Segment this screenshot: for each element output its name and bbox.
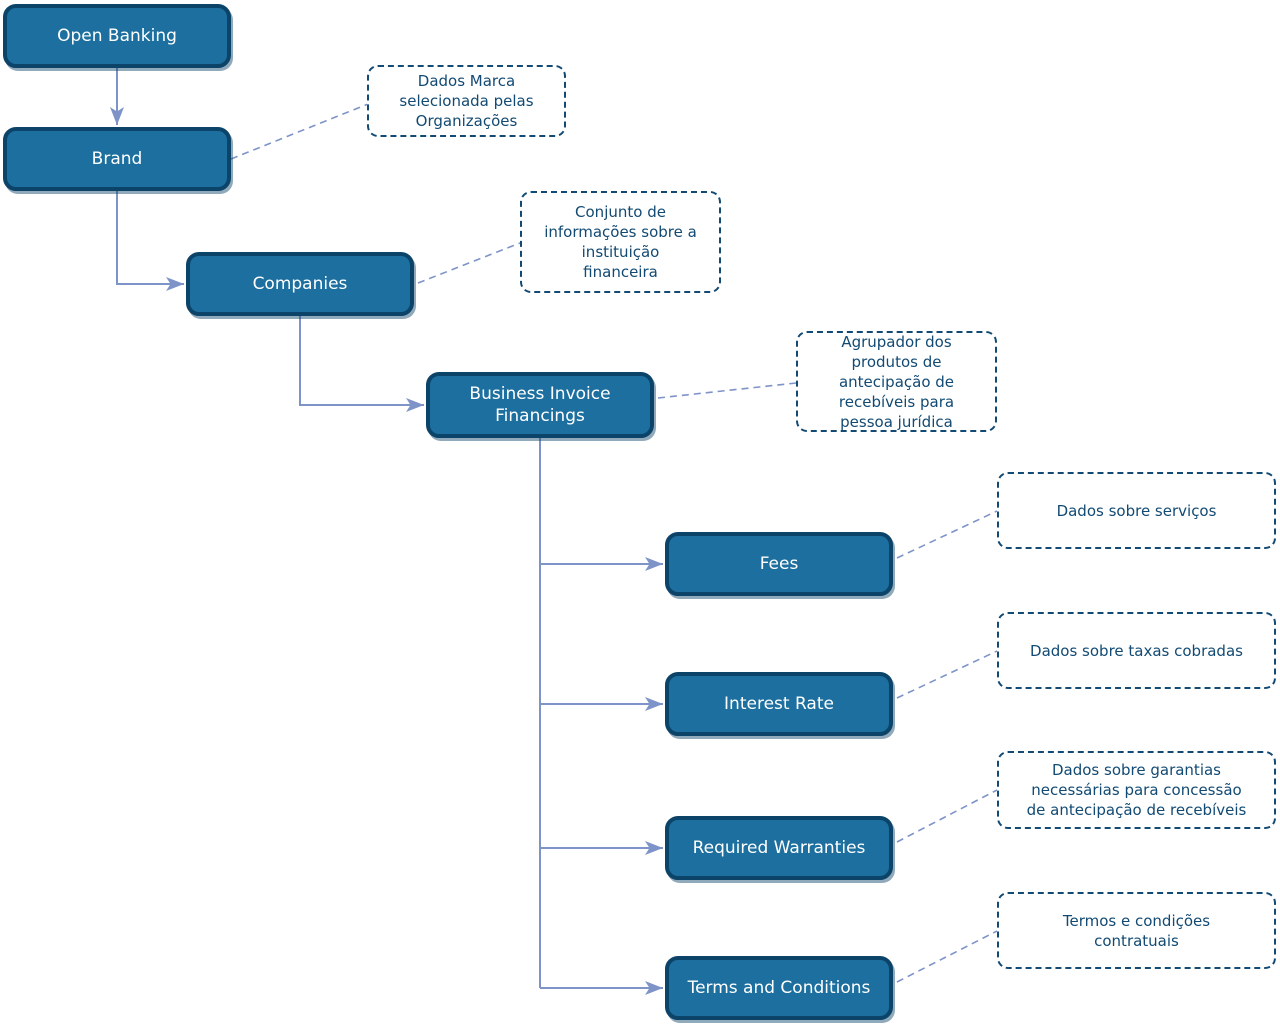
node-terms-and-conditions: Terms and Conditions [665,956,893,1020]
node-companies: Companies [186,252,414,316]
node-business-invoice-financings: Business Invoice Financings [426,372,654,438]
node-brand-label: Brand [91,149,143,169]
connector-companies-to-note [417,242,521,284]
note-required-warranties: Dados sobre garantias necessárias para c… [997,751,1276,829]
note-companies: Conjunto de informações sobre a institui… [520,191,721,293]
note-fees: Dados sobre serviços [997,472,1276,549]
node-brand: Brand [3,127,231,191]
connector-brand-to-companies [116,191,184,291]
node-interest-rate: Interest Rate [665,672,893,736]
node-fees-label: Fees [759,554,799,574]
node-companies-label: Companies [252,274,348,294]
note-business-invoice-financings-text: Agrupador dos produtos de antecipação de… [838,332,955,431]
connector-business-invoice-financings-to-note [657,382,797,399]
connector-brand-to-note [230,103,369,160]
note-required-warranties-text: Dados sobre garantias necessárias para c… [1026,761,1247,819]
connector-companies-to-business-invoice-financings [299,316,424,412]
node-open-banking-label: Open Banking [57,26,177,46]
connector-required-warranties-to-note [896,789,998,843]
note-fees-text: Dados sobre serviços [1056,501,1217,520]
note-interest-rate-text: Dados sobre taxas cobradas [1030,641,1243,660]
node-fees: Fees [665,532,893,596]
connector-interest-rate-to-note [896,650,998,699]
note-companies-text: Conjunto de informações sobre a institui… [544,203,697,281]
note-business-invoice-financings: Agrupador dos produtos de antecipação de… [796,331,997,432]
node-open-banking: Open Banking [3,4,231,68]
node-terms-and-conditions-label: Terms and Conditions [687,978,871,998]
node-required-warranties: Required Warranties [665,816,893,880]
connector-fees-to-note [896,510,998,559]
node-interest-rate-label: Interest Rate [724,694,834,714]
note-terms-and-conditions: Termos e condições contratuais [997,892,1276,969]
note-terms-and-conditions-text: Termos e condições contratuais [1062,911,1211,950]
note-interest-rate: Dados sobre taxas cobradas [997,612,1276,689]
node-business-invoice-financings-label: Business Invoice Financings [469,384,611,426]
note-brand: Dados Marca selecionada pelas Organizaçõ… [367,65,566,137]
note-brand-text: Dados Marca selecionada pelas Organizaçõ… [399,72,534,130]
connector-terms-and-conditions-to-note [896,930,998,983]
node-required-warranties-label: Required Warranties [692,838,866,858]
